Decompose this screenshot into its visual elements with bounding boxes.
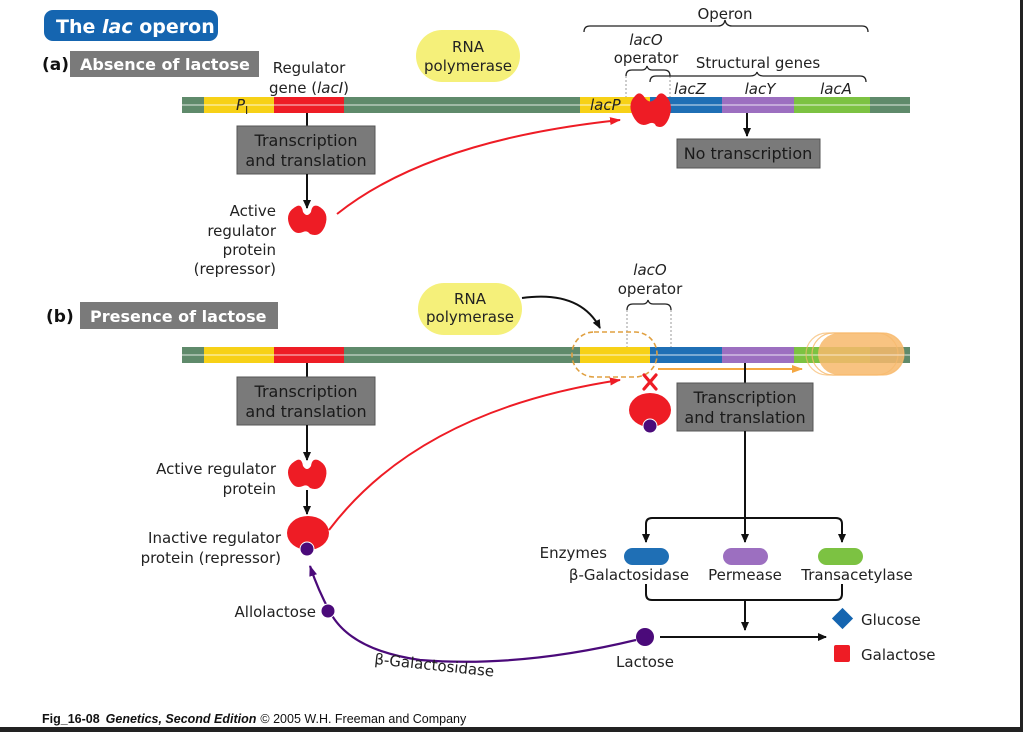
svg-text:and translation: and translation [245, 402, 366, 421]
panel-b-header-text: Presence of lactose [90, 307, 267, 326]
active-regulator-b-1: Active regulator [156, 460, 277, 478]
svg-text:and translation: and translation [245, 151, 366, 170]
active-regulator-a-2: regulator [207, 222, 277, 240]
panel-a-header-text: Absence of lactose [80, 55, 250, 74]
lacp-label: lacP [590, 96, 622, 114]
svg-text:RNA: RNA [452, 38, 485, 56]
lactose-icon [636, 628, 654, 646]
operon-brace [583, 19, 869, 33]
structural-genes-label: Structural genes [696, 54, 820, 72]
repressor-binding-arrow-a [336, 117, 621, 215]
transcription-box-a: Transcription and translation [236, 125, 376, 175]
laco-label-a: lacO [629, 31, 663, 49]
transcription-box-b-left: Transcription and translation [236, 376, 376, 426]
no-transcription-box: No transcription [676, 138, 821, 169]
panel-b-header: Presence of lactose [80, 302, 278, 329]
rna-polymerase-a: RNA polymerase [416, 30, 520, 82]
panel-a-tag: (a) [42, 55, 69, 75]
enzyme-name-permease: Permease [708, 566, 782, 584]
bgal-enzyme-icon [624, 548, 669, 565]
operator-brace-b [626, 299, 672, 311]
regulator-gene-label-2: gene (lacI) [269, 79, 349, 97]
title-badge-bg [44, 10, 218, 41]
structural-genes-brace [649, 71, 867, 83]
polymerase-footprint-outline [571, 331, 658, 378]
dna-strand-a [182, 97, 910, 113]
beta-galactosidase-arc-label: β-Galactosidase [374, 650, 495, 680]
svg-text:RNA: RNA [454, 290, 487, 308]
svg-text:and translation: and translation [684, 408, 805, 427]
transacetylase-enzyme-icon [818, 548, 863, 565]
glucose-label: Glucose [861, 611, 921, 629]
svg-text:polymerase: polymerase [426, 308, 514, 326]
galactose-icon [834, 645, 850, 662]
gene-label-laca: lacA [820, 80, 852, 98]
glucose-icon [831, 607, 854, 630]
svg-text:Transcription: Transcription [693, 388, 797, 407]
regulator-gene-label-1: Regulator [273, 59, 346, 77]
enzymes-label: Enzymes [540, 544, 608, 562]
transcribing-polymerase [805, 332, 905, 376]
operator-brace-a [625, 65, 671, 77]
title-badge: The lac operon [44, 10, 218, 41]
frame-right-edge [1020, 0, 1023, 732]
enzyme-name-transacetylase: Transacetylase [800, 566, 912, 584]
repressor-bound-operator [630, 93, 671, 127]
active-regulator-a-4: (repressor) [194, 260, 276, 278]
svg-text:polymerase: polymerase [424, 57, 512, 75]
panel-b-tag: (b) [46, 307, 74, 327]
promoter-pi-label: PI [236, 96, 248, 117]
allolactose-pathway-arc [308, 565, 637, 663]
inactive-repressor-icon [287, 516, 329, 557]
svg-text:No transcription: No transcription [684, 144, 813, 163]
inactive-repressor-near-operator [629, 393, 671, 434]
inactive-regulator-1: Inactive regulator [148, 529, 282, 547]
title-text: The lac operon [56, 16, 215, 38]
laco-label-b: lacO [633, 261, 667, 279]
gene-label-lacz: lacZ [674, 80, 707, 98]
galactose-label: Galactose [861, 646, 936, 664]
operator-label-a: operator [614, 49, 679, 67]
operator-label-b: operator [618, 280, 683, 298]
inactive-repressor-arrow [328, 377, 621, 531]
lactose-label: Lactose [616, 653, 674, 671]
svg-text:Transcription: Transcription [254, 382, 358, 401]
enzyme-name-bgal: β-Galactosidase [569, 566, 689, 584]
enzyme-merge-bracket [645, 584, 843, 601]
allolactose-label: Allolactose [235, 603, 316, 621]
transcription-box-b-right: Transcription and translation [676, 382, 814, 432]
operon-label: Operon [697, 5, 752, 23]
gene-label-lacy: lacY [745, 80, 778, 98]
active-repressor-icon-b [288, 459, 327, 489]
active-regulator-a-1: Active [230, 202, 276, 220]
inactive-regulator-2: protein (repressor) [141, 549, 281, 567]
panel-a-header: Absence of lactose [70, 51, 259, 77]
frame-bottom-edge [0, 727, 1023, 732]
dna-strand-b [182, 347, 910, 363]
allolactose-icon [320, 603, 336, 619]
rna-polymerase-b: RNA polymerase [418, 283, 522, 335]
permease-enzyme-icon [723, 548, 768, 565]
polymerase-binding-arrow [521, 295, 601, 329]
active-regulator-b-2: protein [223, 480, 276, 498]
svg-text:Transcription: Transcription [254, 131, 358, 150]
active-repressor-icon-a [288, 205, 327, 235]
blocked-x-icon [642, 373, 658, 391]
active-regulator-a-3: protein [223, 241, 276, 259]
